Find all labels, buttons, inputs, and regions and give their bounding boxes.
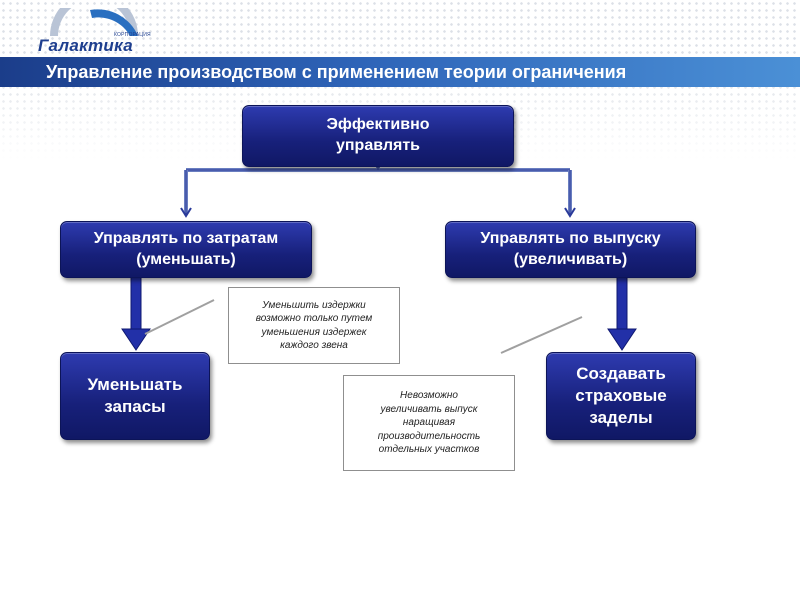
node-manage-costs-line2: (уменьшать) bbox=[136, 250, 236, 268]
logo-name: Галактика bbox=[38, 36, 133, 55]
company-logo: КОРПОРАЦИЯ Галактика bbox=[34, 8, 154, 56]
note-output-increase-line5: отдельных участков bbox=[378, 444, 480, 456]
note-cost-reduction-line3: уменьшения издержек bbox=[261, 326, 367, 338]
note-output-increase-line3: наращивая bbox=[402, 417, 456, 429]
node-reduce-inventory-line2: запасы bbox=[104, 397, 166, 416]
tree-connector bbox=[180, 166, 576, 218]
note-output-increase-line1: Невозможно bbox=[400, 390, 458, 402]
node-create-buffers-line3: заделы bbox=[589, 408, 653, 428]
note-cost-reduction-line4: каждого звена bbox=[280, 340, 348, 351]
node-manage-output: Управлять по выпуску (увеличивать) bbox=[445, 221, 696, 278]
note-cost-reduction-line2: возможно только путем bbox=[255, 313, 373, 324]
page-title: Управление производством с применением т… bbox=[46, 62, 627, 82]
title-bar: Управление производством с применением т… bbox=[0, 57, 800, 87]
note-cost-reduction-line1: Уменьшить издержки bbox=[262, 299, 366, 311]
note-cost-reduction: Уменьшить издержки возможно только путем… bbox=[228, 287, 400, 364]
node-manage-costs: Управлять по затратам (уменьшать) bbox=[60, 221, 312, 278]
node-manage-output-line2: (увеличивать) bbox=[513, 250, 628, 268]
arc-logo-icon bbox=[50, 8, 138, 37]
note-output-increase-line4: производительность bbox=[377, 430, 481, 442]
node-reduce-inventory: Уменьшать запасы bbox=[60, 352, 210, 440]
thick-arrow-right bbox=[607, 275, 637, 351]
node-reduce-inventory-line1: Уменьшать bbox=[87, 374, 183, 394]
node-manage-costs-line1: Управлять по затратам bbox=[93, 229, 279, 247]
callout-line-left bbox=[144, 299, 215, 335]
thick-arrow-left bbox=[121, 275, 151, 351]
logo-corp-label: КОРПОРАЦИЯ bbox=[114, 32, 151, 38]
node-manage-output-line1: Управлять по выпуску bbox=[480, 229, 661, 247]
callout-line-right bbox=[500, 316, 583, 354]
node-manage-effectively: Эффективно управлять bbox=[242, 105, 514, 167]
node-create-buffers-line1: Создавать bbox=[576, 363, 666, 383]
node-create-buffers-line2: страховые bbox=[575, 385, 667, 405]
note-output-increase: Невозможно увеличивать выпуск наращивая … bbox=[343, 375, 515, 471]
node-manage-effectively-line2: управлять bbox=[335, 137, 421, 154]
node-manage-effectively-line1: Эффективно bbox=[326, 116, 430, 134]
node-create-buffers: Создавать страховые заделы bbox=[546, 352, 696, 440]
note-output-increase-line2: увеличивать выпуск bbox=[380, 403, 478, 415]
